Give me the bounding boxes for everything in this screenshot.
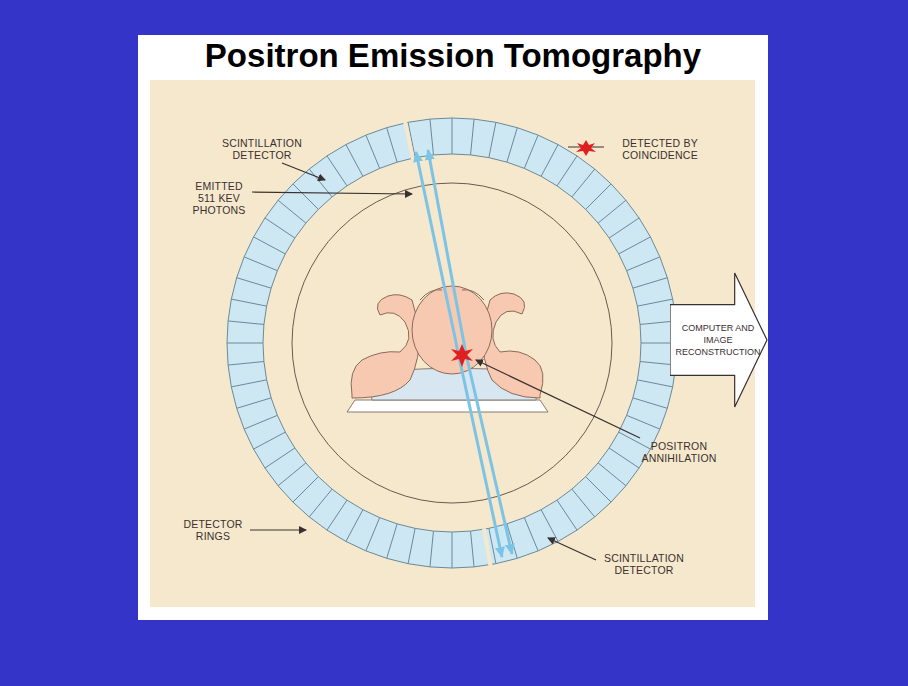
- detector-gap: [484, 528, 490, 565]
- detector-divider: [265, 448, 295, 468]
- detector-divider: [387, 128, 397, 162]
- detector-divider: [598, 200, 626, 223]
- detector-divider: [471, 119, 475, 155]
- output-arrow: COMPUTER AND IMAGE RECONSTRUCTION: [670, 272, 768, 408]
- detector-divider: [471, 531, 475, 567]
- callout-label: SCINTILLATION DETECTOR: [214, 137, 310, 161]
- detector-ring: [245, 136, 659, 550]
- detector-divider: [524, 135, 538, 168]
- detector-divider: [619, 432, 651, 449]
- detector-divider: [572, 489, 595, 517]
- detector-divider: [557, 500, 577, 530]
- detector-divider: [637, 380, 672, 387]
- detector-divider: [572, 169, 595, 197]
- detector-divider: [231, 380, 266, 387]
- detector-divider: [228, 321, 264, 325]
- detector-gap: [405, 122, 413, 159]
- beige-panel: [150, 80, 755, 607]
- callout-label: DETECTED BY COINCIDENCE: [610, 137, 710, 161]
- detector-divider: [244, 415, 277, 429]
- detector-divider: [346, 145, 363, 177]
- detector-divider: [408, 528, 415, 563]
- detector-divider: [609, 448, 639, 468]
- photon-paths: [416, 150, 512, 557]
- detector-divider: [452, 118, 453, 154]
- detector-divider: [293, 184, 318, 209]
- detector-divider: [524, 518, 538, 551]
- detector-divider: [586, 477, 611, 502]
- detector-divider: [227, 343, 263, 344]
- detector-divider: [244, 257, 277, 271]
- detector-divider: [452, 532, 453, 568]
- detector-divider: [327, 156, 347, 186]
- detector-divider: [366, 135, 380, 168]
- diagram-title: Positron Emission Tomography: [138, 36, 768, 76]
- detector-divider: [633, 398, 667, 408]
- detector-divider: [507, 128, 517, 162]
- detector-divider: [231, 299, 266, 306]
- detector-divider: [430, 531, 434, 567]
- detector-divider: [637, 299, 672, 306]
- detector-divider: [598, 463, 626, 486]
- callout-label: SCINTILLATION DETECTOR: [596, 552, 692, 576]
- detector-divider: [327, 500, 347, 530]
- callout-label: POSITRON ANNIHILATION: [640, 440, 718, 464]
- detector-divider: [278, 463, 306, 486]
- leader-lines: [250, 163, 640, 560]
- detector-divider: [228, 362, 264, 366]
- detector-divider: [489, 122, 496, 157]
- detector-divider: [627, 257, 660, 271]
- detector-divider: [309, 489, 332, 517]
- detector-divider: [265, 218, 295, 238]
- callout-label: DETECTOR RINGS: [178, 518, 248, 542]
- detector-divider: [237, 398, 271, 408]
- detector-divider: [541, 145, 558, 177]
- ring-outer-edge: [227, 118, 677, 568]
- detector-divider: [254, 237, 286, 254]
- detector-divider: [430, 119, 434, 155]
- detector-divider: [557, 156, 577, 186]
- detector-segments: [227, 118, 677, 568]
- detector-divider: [278, 200, 306, 223]
- ring-inner-edge: [263, 154, 641, 532]
- detector-divider: [254, 432, 286, 449]
- gantry-circle: [292, 183, 612, 503]
- detector-divider: [293, 477, 318, 502]
- detector-divider: [387, 524, 397, 558]
- white-panel: [138, 35, 768, 620]
- detector-divider: [627, 415, 660, 429]
- detector-divider: [541, 510, 558, 542]
- detector-divider: [346, 510, 363, 542]
- arrow-text: COMPUTER AND IMAGE RECONSTRUCTION: [672, 322, 764, 358]
- callout-label: EMITTED 511 KEV PHOTONS: [190, 180, 248, 216]
- arrow-outline: [670, 273, 767, 407]
- detector-divider: [609, 218, 639, 238]
- detector-divider: [366, 518, 380, 551]
- detector-divider: [586, 184, 611, 209]
- annihilation-star: [451, 344, 473, 367]
- detector-divider: [237, 278, 271, 288]
- detector-divider: [619, 237, 651, 254]
- detector-divider: [633, 278, 667, 288]
- coincidence-symbol: [576, 140, 596, 156]
